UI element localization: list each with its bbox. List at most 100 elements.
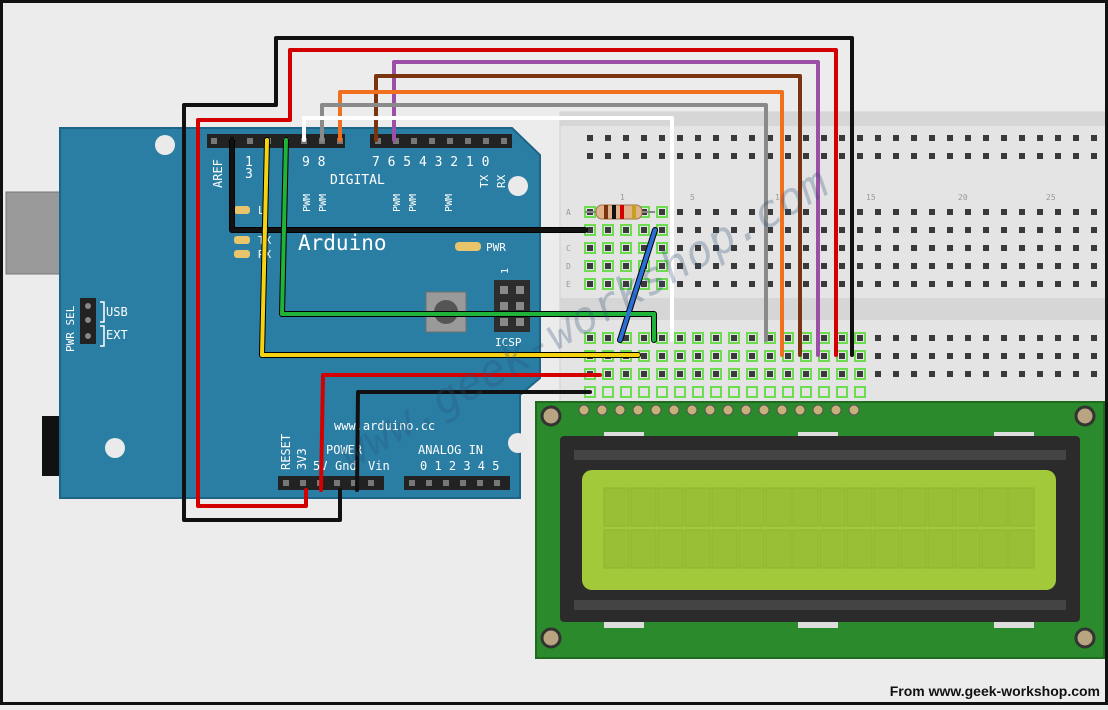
lcd-cell	[603, 487, 630, 527]
led-tx	[234, 236, 250, 244]
breadboard-hole	[1073, 281, 1079, 287]
connected-hole	[728, 350, 740, 362]
resistor-band	[612, 205, 616, 219]
breadboard-hole	[677, 263, 683, 269]
breadboard-hole	[587, 281, 593, 287]
breadboard-hole	[785, 209, 791, 215]
header-pin	[443, 480, 449, 486]
lcd-module	[535, 401, 1105, 659]
breadboard-hole	[605, 371, 611, 377]
breadboard-hole	[1073, 209, 1079, 215]
breadboard-hole	[785, 135, 791, 141]
breadboard-hole	[929, 281, 935, 287]
jumper-pin	[85, 333, 91, 339]
gnd-pin-label: Gnd	[335, 459, 357, 473]
breadboard-hole	[929, 227, 935, 233]
breadboard-hole	[821, 263, 827, 269]
lcd-cell	[927, 529, 954, 569]
breadboard-hole	[785, 335, 791, 341]
lcd-cell	[900, 487, 927, 527]
lcd-clip	[798, 432, 838, 438]
breadboard-hole	[1037, 227, 1043, 233]
breadboard-hole	[641, 335, 647, 341]
breadboard-hole	[785, 281, 791, 287]
lcd-pin	[758, 404, 770, 416]
breadboard-hole	[641, 227, 647, 233]
breadboard-hole	[929, 135, 935, 141]
breadboard-hole	[857, 353, 863, 359]
connected-hole	[710, 386, 722, 398]
breadboard-hole	[1055, 245, 1061, 251]
header-pin	[477, 480, 483, 486]
lcd-pin	[668, 404, 680, 416]
breadboard-hole	[839, 281, 845, 287]
breadboard-hole	[785, 153, 791, 159]
connected-hole	[692, 350, 704, 362]
breadboard-hole	[587, 335, 593, 341]
breadboard-hole	[587, 135, 593, 141]
breadboard-hole	[587, 153, 593, 159]
vin-pin-label: Vin	[368, 459, 390, 473]
led-pwr-label: PWR	[486, 241, 506, 254]
breadboard-hole	[659, 353, 665, 359]
header-pin	[351, 480, 357, 486]
breadboard-hole	[677, 353, 683, 359]
breadboard-hole	[1073, 227, 1079, 233]
breadboard-hole	[893, 263, 899, 269]
lcd-cell	[630, 487, 657, 527]
breadboard-hole	[875, 281, 881, 287]
breadboard-hole	[1037, 135, 1043, 141]
lcd-cell	[900, 529, 927, 569]
wire-brown	[374, 74, 802, 357]
breadboard-hole	[947, 153, 953, 159]
breadboard-hole	[767, 227, 773, 233]
breadboard-hole	[929, 209, 935, 215]
connected-hole	[710, 368, 722, 380]
lcd-cell	[684, 487, 711, 527]
arduino-brand: Arduino	[298, 231, 387, 255]
breadboard-hole	[605, 281, 611, 287]
breadboard-hole	[785, 353, 791, 359]
breadboard-hole	[983, 153, 989, 159]
icsp-pin	[500, 318, 508, 326]
connected-hole	[602, 278, 614, 290]
breadboard-hole	[731, 335, 737, 341]
breadboard-hole	[857, 335, 863, 341]
breadboard-hole	[605, 153, 611, 159]
breadboard-hole	[767, 281, 773, 287]
connected-hole	[584, 260, 596, 272]
breadboard-hole	[821, 281, 827, 287]
header-pin	[409, 480, 415, 486]
breadboard-hole	[947, 281, 953, 287]
lcd-cell	[630, 529, 657, 569]
breadboard-hole	[929, 371, 935, 377]
connected-hole	[620, 260, 632, 272]
lcd-clip	[604, 432, 644, 438]
lcd-cell	[684, 529, 711, 569]
jumper-pin	[85, 303, 91, 309]
breadboard-hole	[1019, 281, 1025, 287]
breadboard-hole	[1091, 335, 1097, 341]
breadboard-hole	[803, 263, 809, 269]
breadboard-hole	[749, 209, 755, 215]
lcd-pin	[722, 404, 734, 416]
breadboard-hole	[695, 263, 701, 269]
connected-hole	[728, 368, 740, 380]
connected-hole	[656, 206, 668, 218]
breadboard-hole	[983, 281, 989, 287]
connected-hole	[800, 368, 812, 380]
breadboard-hole	[659, 371, 665, 377]
analog-pin-numbers: 0 1 2 3 4 5	[420, 459, 499, 473]
breadboard-hole	[839, 209, 845, 215]
breadboard-hole	[929, 353, 935, 359]
lcd-cell	[792, 487, 819, 527]
breadboard-hole	[965, 245, 971, 251]
connected-hole	[818, 386, 830, 398]
breadboard-col-10: 10	[775, 193, 785, 202]
breadboard-hole	[749, 153, 755, 159]
breadboard-hole	[641, 353, 647, 359]
breadboard-hole	[659, 227, 665, 233]
breadboard-hole	[1073, 353, 1079, 359]
breadboard-hole	[875, 353, 881, 359]
breadboard-hole	[929, 245, 935, 251]
